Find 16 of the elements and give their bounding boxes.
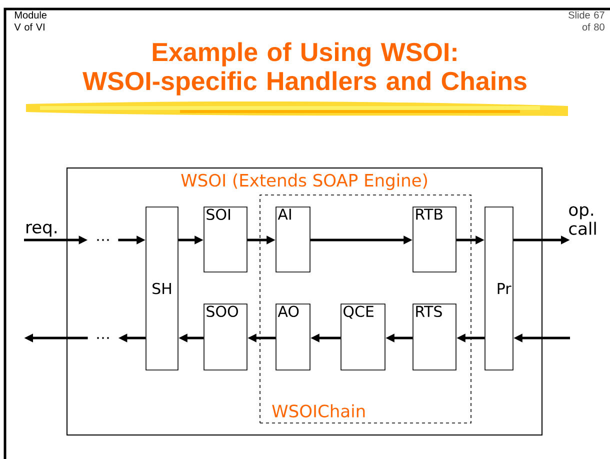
handler-box: RTS	[412, 304, 456, 370]
edge-label: req.	[26, 224, 56, 237]
handler-box: AI	[276, 206, 310, 272]
handler-box: SOO	[204, 304, 248, 370]
slide-module-label: Module V of VI	[14, 11, 47, 31]
handler-box: AO	[276, 304, 310, 370]
handler-box: QCE	[340, 304, 386, 370]
slide-title: Example of Using WSOI: WSOI-specific Handlers and Chains	[82, 42, 526, 96]
handler-box: SOI	[204, 206, 248, 272]
handler-box: SH	[146, 206, 178, 370]
edge-label: op. call	[569, 206, 596, 235]
handler-box: RTB	[412, 206, 456, 272]
ellipsis-text: …	[97, 337, 109, 339]
ellipsis-text: …	[97, 239, 109, 241]
provider-box: Pr	[484, 206, 514, 370]
slide-number-label: Slide 67 of 80	[568, 11, 604, 31]
